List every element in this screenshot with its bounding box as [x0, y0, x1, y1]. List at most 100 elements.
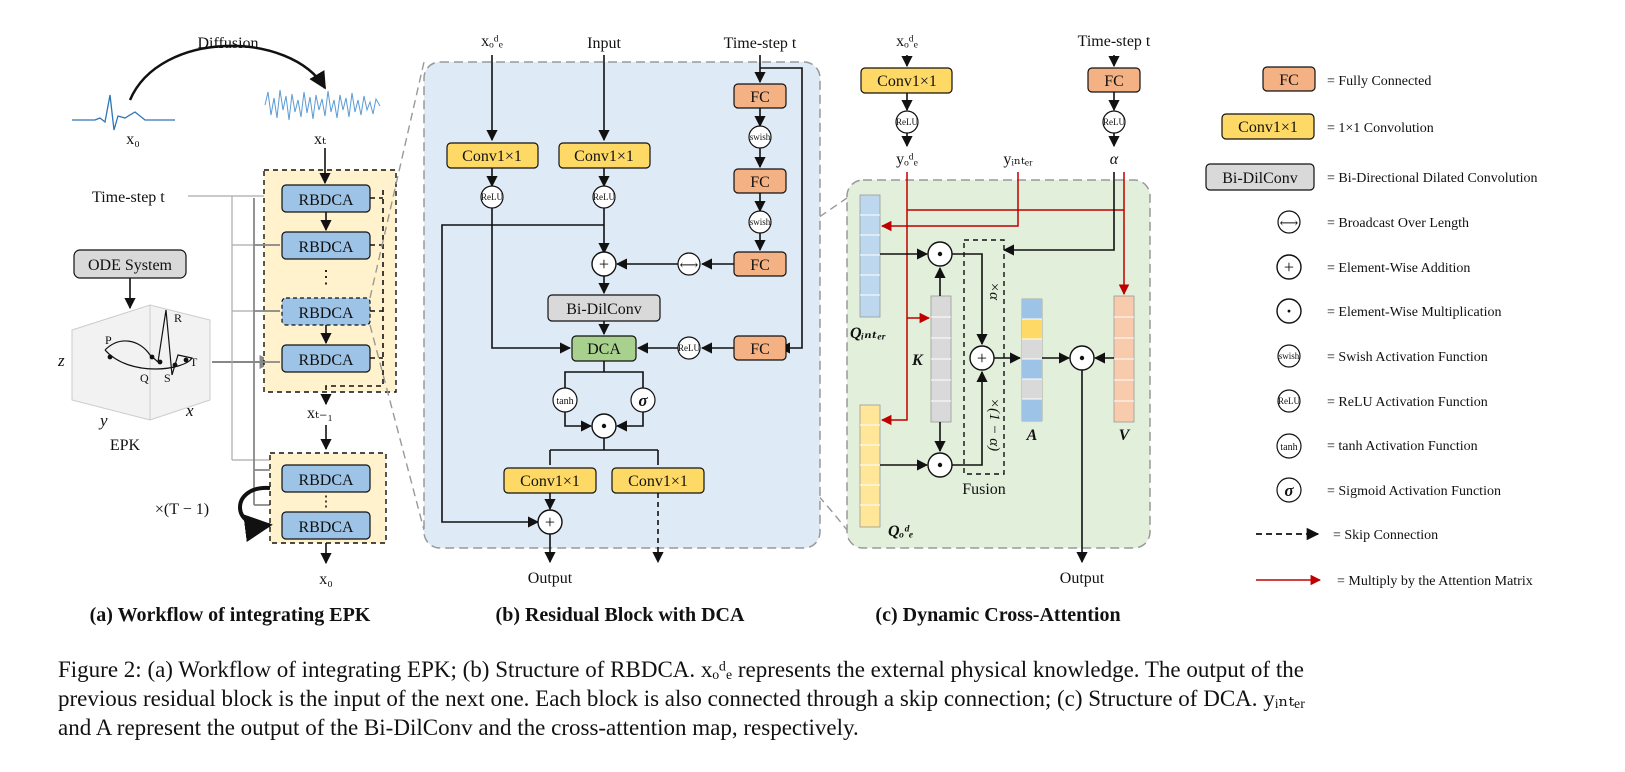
panel-a-caption: (a) Workflow of integrating EPK: [90, 604, 371, 626]
legend-multiply-icon: [1276, 298, 1302, 324]
output-label-b: Output: [528, 570, 573, 587]
wave-label-r: R: [174, 311, 182, 325]
fc-label: FC: [750, 174, 770, 191]
a-column: [1021, 298, 1043, 422]
fc-label: FC: [1104, 73, 1124, 90]
x-ode-label-c: xₒᵈₑ: [896, 33, 918, 50]
axis-x-label: x: [185, 401, 194, 420]
alpha-label: α: [1110, 151, 1119, 168]
output-label-c: Output: [1060, 570, 1105, 587]
zoom-lines-a-b: [369, 61, 425, 531]
legend-multiply-text: = Element-Wise Multiplication: [1327, 305, 1502, 320]
legend-bidil-swatch: [1205, 163, 1315, 191]
rbdca-label: RBDCA: [298, 192, 354, 209]
timestep-label-a: Time-step t: [92, 189, 165, 206]
relu-text: ReLU: [678, 343, 700, 353]
q-ode-column: [859, 404, 881, 528]
relu-text: ReLU: [1103, 117, 1125, 127]
attention-arrow-y-inter: [880, 172, 1019, 232]
swish-text: swish: [750, 132, 771, 142]
x0-label: x₀: [126, 131, 140, 148]
rbdca-label: RBDCA: [298, 352, 354, 369]
relu-text: ReLU: [593, 192, 615, 202]
axis-z-label: z: [57, 351, 65, 370]
wave-label-p: P: [105, 333, 112, 347]
legend-bidil-text: = Bi-Directional Dilated Convolution: [1327, 171, 1537, 186]
q-inter-label: Qᵢₙₜₑᵣ: [850, 325, 886, 342]
legend-conv-swatch: [1221, 113, 1315, 140]
conv-label: Conv1×1: [574, 148, 634, 165]
v-column: [1113, 295, 1135, 423]
legend-sigmoid-symbol: σ: [1284, 481, 1294, 500]
legend-attention-text: = Multiply by the Attention Matrix: [1337, 574, 1533, 589]
panel-c: xₒᵈₑ Conv1×1 ReLU yₒᵈₑ Time-step t FC Re…: [846, 33, 1151, 626]
times-one-minus-alpha-label: ×(1 − α): [986, 398, 1002, 451]
legend-relu-icon: [1277, 389, 1301, 413]
figure-diagram: Diffusion x₀ xₜ Time-step t ODE System P…: [57, 33, 1537, 626]
k-column: [930, 295, 952, 423]
legend: FC = Fully Connected Conv1×1 = 1×1 Convo…: [1205, 66, 1537, 589]
conv-label: Conv1×1: [520, 473, 580, 490]
legend-conv-text: = 1×1 Convolution: [1327, 121, 1434, 136]
bi-dilconv-label: Bi-DilConv: [566, 301, 642, 318]
rbdca-label: RBDCA: [298, 239, 354, 256]
legend-swish-symbol: swish: [1279, 351, 1300, 361]
legend-conv-symbol: Conv1×1: [1238, 119, 1298, 136]
conv-label: Conv1×1: [628, 473, 688, 490]
panel-b: xₒᵈₑ Input Time-step t Conv1×1 Conv1×1 R…: [423, 33, 821, 626]
fusion-box: [963, 239, 1005, 475]
caption-line: and A represent the output of the Bi-Dil…: [58, 715, 859, 740]
diffusion-label: Diffusion: [197, 35, 258, 52]
fusion-label: Fusion: [962, 481, 1006, 498]
legend-sigmoid-text: = Sigmoid Activation Function: [1327, 484, 1501, 499]
times-alpha-label: ×α: [986, 282, 1002, 301]
caption-line: Figure 2: (a) Workflow of integrating EP…: [58, 657, 1304, 682]
legend-tanh-text: = tanh Activation Function: [1327, 439, 1478, 454]
caption-line: previous residual block is the input of …: [58, 686, 1306, 711]
rbdca-label: RBDCA: [298, 472, 354, 489]
legend-tanh-icon: [1276, 433, 1302, 459]
q-ode-label: Qₒᵈₑ: [888, 523, 913, 540]
legend-multiply-symbol: ·: [1286, 301, 1292, 321]
wave-label-t: T: [190, 355, 198, 369]
input-label: Input: [587, 35, 621, 52]
rbdca-block-3: [281, 297, 371, 326]
legend-addition-text: = Element-Wise Addition: [1327, 261, 1470, 276]
rbdca-block-6: [281, 511, 371, 540]
repeat-loop-arrow: [238, 485, 273, 542]
repeat-label: ×(T − 1): [155, 501, 209, 518]
q-inter-column: [859, 194, 881, 318]
legend-broadcast-icon: [1277, 210, 1301, 234]
a-label: A: [1026, 427, 1038, 444]
timestep-label-c: Time-step t: [1078, 33, 1151, 50]
ode-system-label: ODE System: [88, 257, 173, 274]
fc-label: FC: [750, 257, 770, 274]
k-label: K: [911, 352, 924, 369]
timestep-label-b: Time-step t: [724, 35, 797, 52]
clean-ecg-signal: [72, 94, 175, 131]
wave-label-q: Q: [140, 371, 149, 385]
x-ode-label-b: xₒᵈₑ: [481, 33, 503, 50]
fc-label: FC: [750, 341, 770, 358]
sigmoid-text: σ: [638, 391, 648, 410]
noisy-signal: [264, 89, 381, 121]
rbdca-label: RBDCA: [298, 519, 354, 536]
v-label: V: [1119, 427, 1131, 444]
axis-y-label: y: [98, 411, 108, 430]
legend-broadcast-text: = Broadcast Over Length: [1327, 216, 1469, 231]
xT-label: xₜ: [314, 131, 326, 148]
wave-label-s: S: [164, 371, 171, 385]
tanh-text: tanh: [556, 396, 573, 407]
relu-text: ReLU: [481, 192, 503, 202]
y-ode-label: yₒᵈₑ: [896, 151, 918, 168]
diffusion-arc: [128, 44, 327, 101]
legend-relu-symbol: ReLU: [1278, 396, 1300, 406]
figure-caption: Figure 2: (a) Workflow of integrating EP…: [58, 655, 1568, 742]
legend-bidil-symbol: Bi-DilConv: [1222, 170, 1298, 187]
addition-glyph: +: [599, 254, 609, 274]
legend-tanh-symbol: tanh: [1280, 442, 1297, 453]
addition-glyph: +: [545, 512, 555, 532]
rbdca-label: RBDCA: [298, 305, 354, 322]
relu-text: ReLU: [896, 117, 918, 127]
legend-swish-icon: [1277, 344, 1301, 368]
